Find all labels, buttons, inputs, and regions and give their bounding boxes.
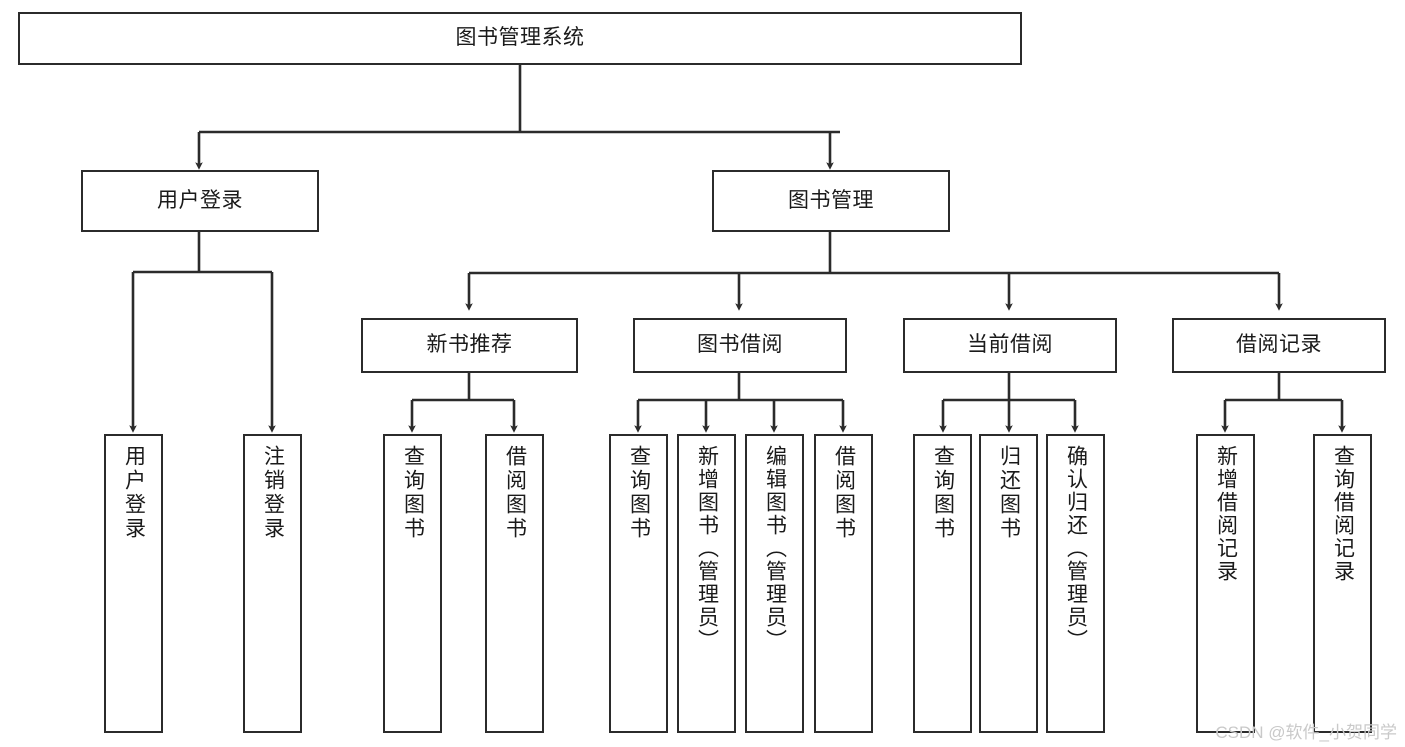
node-borrow-record[interactable]: 借阅记录 — [1172, 318, 1386, 373]
node-leaf-user-login-label: 用户登录 — [122, 445, 146, 541]
node-leaf-add-book-label: 新增图书（管理员） — [695, 445, 719, 652]
node-leaf-query-book-3-label: 查询图书 — [931, 445, 955, 541]
node-leaf-return-book-label: 归还图书 — [997, 445, 1021, 541]
node-leaf-user-login[interactable]: 用户登录 — [104, 434, 163, 733]
node-current-borrow[interactable]: 当前借阅 — [903, 318, 1117, 373]
node-root-label: 图书管理系统 — [455, 26, 585, 50]
node-leaf-query-borrow-record-label: 查询借阅记录 — [1331, 445, 1355, 583]
node-book-borrow[interactable]: 图书借阅 — [633, 318, 847, 373]
node-new-book-recommend-label: 新书推荐 — [426, 333, 513, 357]
node-leaf-borrow-book-1-label: 借阅图书 — [503, 445, 527, 541]
node-leaf-borrow-book-1[interactable]: 借阅图书 — [485, 434, 544, 733]
node-book-borrow-label: 图书借阅 — [697, 333, 783, 357]
node-user-login-label: 用户登录 — [157, 188, 243, 212]
node-leaf-add-borrow-record-label: 新增借阅记录 — [1214, 445, 1238, 583]
node-leaf-add-borrow-record[interactable]: 新增借阅记录 — [1196, 434, 1255, 733]
node-book-management-label: 图书管理 — [788, 188, 874, 212]
node-leaf-borrow-book-2[interactable]: 借阅图书 — [814, 434, 873, 733]
node-leaf-confirm-return[interactable]: 确认归还（管理员） — [1046, 434, 1105, 733]
node-user-login[interactable]: 用户登录 — [81, 170, 319, 232]
node-leaf-query-book-1[interactable]: 查询图书 — [383, 434, 442, 733]
node-leaf-query-borrow-record[interactable]: 查询借阅记录 — [1313, 434, 1372, 733]
csdn-watermark: CSDN @软件_小贺同学 — [1215, 723, 1397, 742]
node-leaf-logout-login-label: 注销登录 — [261, 445, 285, 541]
node-leaf-query-book-1-label: 查询图书 — [401, 445, 425, 541]
node-leaf-logout-login[interactable]: 注销登录 — [243, 434, 302, 733]
node-leaf-edit-book[interactable]: 编辑图书（管理员） — [745, 434, 804, 733]
node-leaf-confirm-return-label: 确认归还（管理员） — [1064, 445, 1088, 652]
node-borrow-record-label: 借阅记录 — [1236, 333, 1322, 357]
node-leaf-add-book[interactable]: 新增图书（管理员） — [677, 434, 736, 733]
node-leaf-query-book-2-label: 查询图书 — [627, 445, 651, 541]
node-leaf-return-book[interactable]: 归还图书 — [979, 434, 1038, 733]
node-new-book-recommend[interactable]: 新书推荐 — [361, 318, 578, 373]
node-leaf-query-book-3[interactable]: 查询图书 — [913, 434, 972, 733]
node-leaf-edit-book-label: 编辑图书（管理员） — [763, 445, 787, 652]
node-book-management[interactable]: 图书管理 — [712, 170, 950, 232]
node-root[interactable]: 图书管理系统 — [18, 12, 1022, 65]
node-current-borrow-label: 当前借阅 — [967, 333, 1053, 357]
node-leaf-borrow-book-2-label: 借阅图书 — [832, 445, 856, 541]
node-leaf-query-book-2[interactable]: 查询图书 — [609, 434, 668, 733]
